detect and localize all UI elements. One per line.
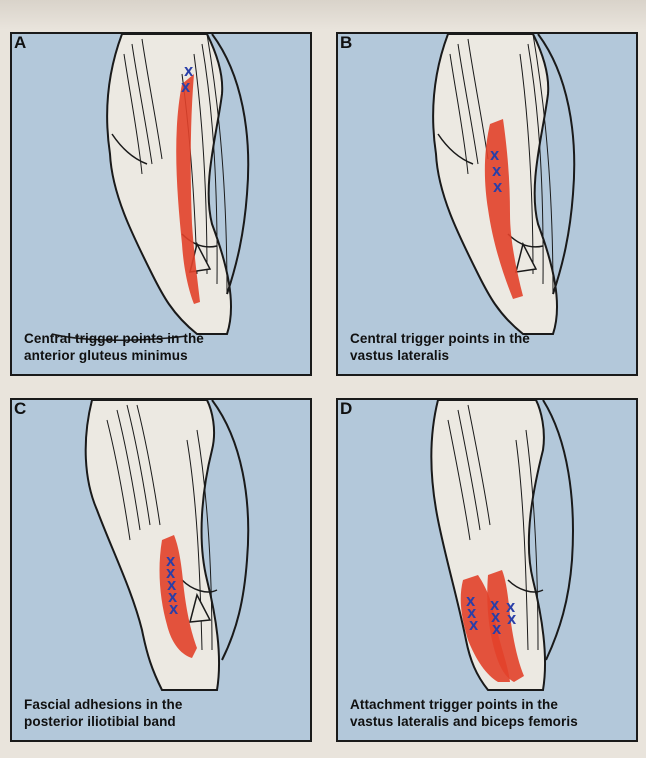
thigh-illustration-b: X X X <box>338 34 636 374</box>
panel-letter: B <box>337 33 356 53</box>
thigh-illustration-d: X X X X X X X X <box>338 400 636 740</box>
trigger-point-x-icon: X <box>184 65 194 79</box>
panel-letter: A <box>11 33 30 53</box>
panel-letter: C <box>11 399 30 419</box>
thigh-illustration-c: X X X X X <box>12 400 310 740</box>
panel-caption: Fascial adhesions in the posterior iliot… <box>24 696 304 730</box>
panel-caption: Central trigger points in the anterior g… <box>24 330 304 364</box>
panel-b: X X X B Central trigger points in the va… <box>336 32 638 376</box>
trigger-point-x-icon: X <box>490 149 500 163</box>
thigh-outline <box>52 34 248 340</box>
trigger-point-x-icon: X <box>493 181 503 195</box>
panel-a: X X A Central trigger points in the ante… <box>10 32 312 376</box>
trigger-point-x-icon: X <box>169 603 179 617</box>
panel-caption: Attachment trigger points in the vastus … <box>350 696 630 730</box>
panel-letter: D <box>337 399 356 419</box>
trigger-point-x-icon: X <box>492 165 502 179</box>
trigger-point-x-icon: X <box>492 623 502 637</box>
caption-line-1: Central trigger points in the <box>24 330 304 347</box>
panel-caption: Central trigger points in the vastus lat… <box>350 330 630 364</box>
trigger-point-x-icon: X <box>507 613 517 627</box>
trigger-point-x-icon: X <box>181 81 191 95</box>
caption-line-1: Fascial adhesions in the <box>24 696 304 713</box>
thigh-illustration-a: X X <box>12 34 310 374</box>
caption-line-2: posterior iliotibial band <box>24 713 304 730</box>
caption-line-1: Central trigger points in the <box>350 330 630 347</box>
trigger-point-figure: X X A Central trigger points in the ante… <box>8 22 640 752</box>
caption-line-2: anterior gluteus minimus <box>24 347 304 364</box>
caption-line-1: Attachment trigger points in the <box>350 696 630 713</box>
caption-line-2: vastus lateralis and biceps femoris <box>350 713 630 730</box>
panel-c: X X X X X C Fascial adhesions in the pos… <box>10 398 312 742</box>
panel-d: X X X X X X X X D Attachment trigger poi… <box>336 398 638 742</box>
trigger-point-x-icon: X <box>469 619 479 633</box>
caption-line-2: vastus lateralis <box>350 347 630 364</box>
